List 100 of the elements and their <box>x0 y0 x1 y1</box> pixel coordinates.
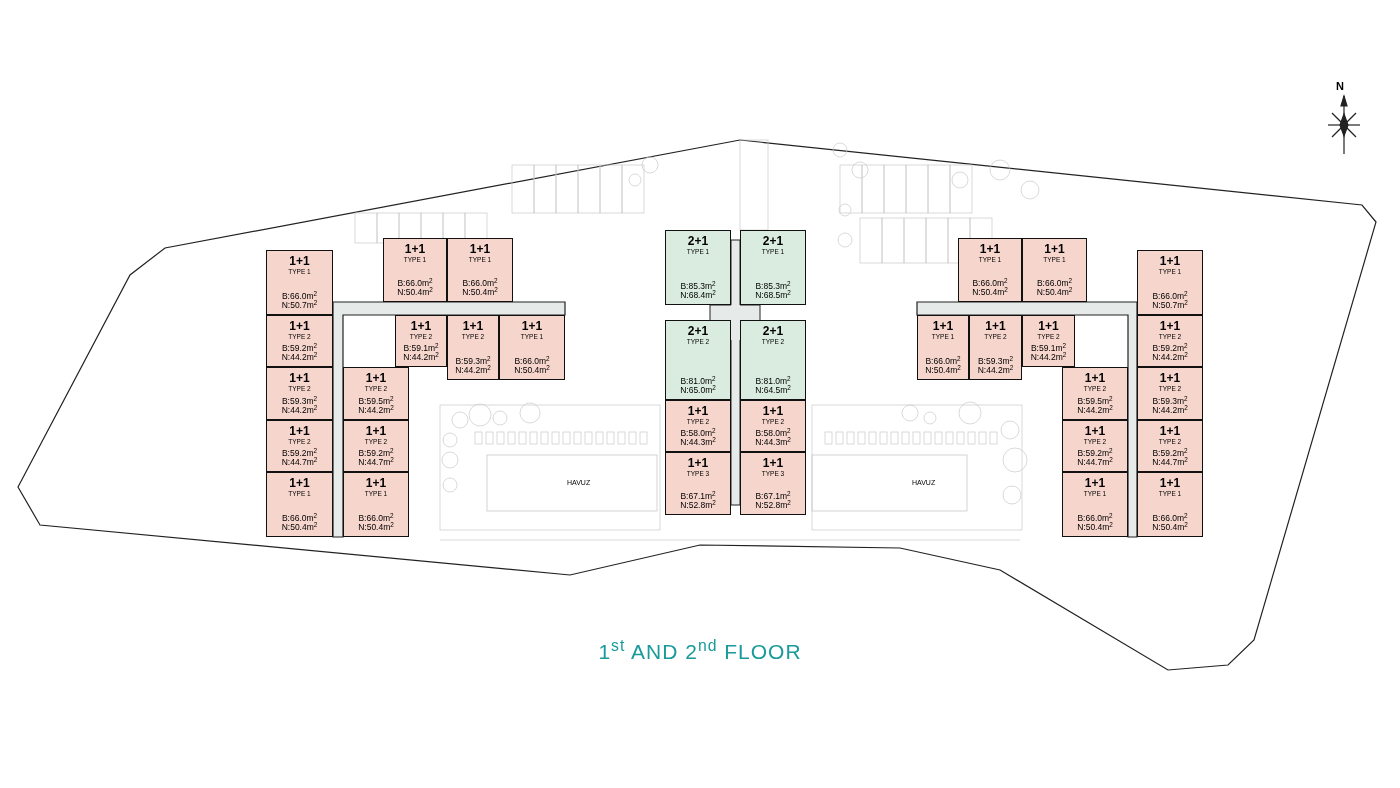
net-area-label: N:50.4m$^{2}$ <box>1152 523 1188 532</box>
unit-type-label: 1+1 <box>289 320 310 333</box>
apartment-unit <box>740 320 806 400</box>
gross-area-label: B:59.2m$^{2}$ <box>1152 344 1188 353</box>
gross-area-label: B:85.3m$^{2}$ <box>755 282 791 291</box>
unit-type-label: 1+1 <box>1159 477 1181 490</box>
unit-type-label: 2+1 <box>687 235 709 248</box>
floor-title: 1$^{st}$ AND 2$^{nd}$ FLOOR <box>597 636 803 665</box>
gross-area-label: B:59.2m$^{2}$ <box>281 344 318 353</box>
gross-area-label: B:85.3m$^{2}$ <box>680 282 716 291</box>
gross-area-label: B:58.0m$^{2}$ <box>755 429 791 438</box>
apartment-unit <box>740 230 806 305</box>
apartment-unit <box>969 315 1022 380</box>
unit-type-label: 1+1 <box>289 372 310 385</box>
net-area-label: N:50.4m$^{2}$ <box>925 366 961 375</box>
unit-type-label: 1+1 <box>1084 372 1106 385</box>
net-area-label: N:44.2m$^{2}$ <box>1030 353 1067 362</box>
unit-type-label: 2+1 <box>687 325 709 338</box>
apartment-unit <box>1137 250 1203 315</box>
apartment-unit <box>958 238 1022 302</box>
unit-type-label: 1+1 <box>462 320 484 333</box>
net-area-label: N:50.4m$^{2}$ <box>462 288 498 297</box>
net-area-label: N:68.4m$^{2}$ <box>680 291 716 300</box>
net-area-label: N:44.7m$^{2}$ <box>281 458 318 467</box>
apartment-unit <box>1137 420 1203 472</box>
gross-area-label: B:59.2m$^{2}$ <box>358 449 394 458</box>
net-area-label: N:52.8m$^{2}$ <box>755 501 791 510</box>
apartment-unit <box>383 238 447 302</box>
apartment-unit <box>1137 472 1203 537</box>
apartment-unit <box>395 315 447 367</box>
unit-type-label: 1+1 <box>469 243 491 256</box>
net-area-label: N:52.8m$^{2}$ <box>680 501 716 510</box>
gross-area-label: B:66.0m$^{2}$ <box>397 279 433 288</box>
apartment-unit <box>1137 315 1203 367</box>
net-area-label: N:44.2m$^{2}$ <box>977 366 1014 375</box>
apartment-unit <box>266 315 333 367</box>
net-area-label: N:50.4m$^{2}$ <box>358 523 394 532</box>
gross-area-label: B:59.5m$^{2}$ <box>358 397 394 406</box>
gross-area-label: B:66.0m$^{2}$ <box>358 514 394 523</box>
unit-type-label: 1+1 <box>365 477 387 490</box>
unit-type-label: 1+1 <box>289 477 310 490</box>
unit-type-label: 1+1 <box>1159 255 1181 268</box>
gross-area-label: B:66.0m$^{2}$ <box>514 357 550 366</box>
apartment-unit <box>447 315 499 380</box>
unit-type-label: 1+1 <box>1159 372 1181 385</box>
unit-type-label: 1+1 <box>1038 320 1059 333</box>
unit-type-label: 1+1 <box>365 425 387 438</box>
unit-type-label: 1+1 <box>687 405 709 418</box>
apartment-unit <box>1062 472 1128 537</box>
unit-type-label: 1+1 <box>932 320 954 333</box>
gross-area-label: B:58.0m$^{2}$ <box>680 429 716 438</box>
gross-area-label: B:66.0m$^{2}$ <box>972 279 1008 288</box>
gross-area-label: B:59.1m$^{2}$ <box>403 344 439 353</box>
gross-area-label: B:66.0m$^{2}$ <box>281 514 318 523</box>
apartment-unit <box>266 367 333 420</box>
apartment-unit <box>1022 238 1087 302</box>
apartment-unit <box>1062 367 1128 420</box>
gross-area-label: B:81.0m$^{2}$ <box>680 377 716 386</box>
apartment-unit <box>266 250 333 315</box>
apartment-unit <box>665 452 731 515</box>
gross-area-label: B:81.0m$^{2}$ <box>755 377 791 386</box>
net-area-label: N:44.2m$^{2}$ <box>281 353 318 362</box>
net-area-label: N:44.2m$^{2}$ <box>1152 406 1188 415</box>
unit-type-label: 2+1 <box>762 325 784 338</box>
unit-type-label: 1+1 <box>1084 425 1106 438</box>
net-area-label: N:44.3m$^{2}$ <box>755 438 791 447</box>
apartment-unit <box>266 472 333 537</box>
unit-type-label: 1+1 <box>289 425 310 438</box>
net-area-label: N:50.4m$^{2}$ <box>514 366 550 375</box>
net-area-label: N:44.7m$^{2}$ <box>358 458 394 467</box>
apartment-unit <box>343 367 409 420</box>
net-area-label: N:44.7m$^{2}$ <box>1077 458 1113 467</box>
unit-type-label: 1+1 <box>410 320 432 333</box>
gross-area-label: B:59.3m$^{2}$ <box>281 397 318 406</box>
unit-type-label: 1+1 <box>1159 320 1181 333</box>
net-area-label: N:44.2m$^{2}$ <box>358 406 394 415</box>
net-area-label: N:44.7m$^{2}$ <box>1152 458 1188 467</box>
net-area-label: N:50.7m$^{2}$ <box>1152 301 1188 310</box>
gross-area-label: B:67.1m$^{2}$ <box>680 492 716 501</box>
unit-type-label: 1+1 <box>985 320 1006 333</box>
gross-area-label: B:59.2m$^{2}$ <box>281 449 318 458</box>
unit-type-label: 1+1 <box>687 457 709 470</box>
unit-type-label: 1+1 <box>1084 477 1106 490</box>
unit-type-label: 1+1 <box>404 243 426 256</box>
apartment-unit <box>665 320 731 400</box>
apartment-unit <box>1022 315 1075 367</box>
net-area-label: N:44.2m$^{2}$ <box>1077 406 1113 415</box>
gross-area-label: B:66.0m$^{2}$ <box>1152 292 1188 301</box>
unit-type-label: 2+1 <box>762 235 784 248</box>
gross-area-label: B:59.2m$^{2}$ <box>1077 449 1113 458</box>
apartment-unit <box>917 315 969 380</box>
net-area-label: N:50.4m$^{2}$ <box>281 523 318 532</box>
gross-area-label: B:66.0m$^{2}$ <box>925 357 961 366</box>
unit-type-label: 1+1 <box>979 243 1001 256</box>
apartment-unit <box>499 315 565 380</box>
apartment-unit <box>447 238 513 302</box>
net-area-label: N:44.3m$^{2}$ <box>680 438 716 447</box>
apartment-unit <box>266 420 333 472</box>
unit-type-label: 1+1 <box>365 372 387 385</box>
gross-area-label: B:59.5m$^{2}$ <box>1077 397 1113 406</box>
